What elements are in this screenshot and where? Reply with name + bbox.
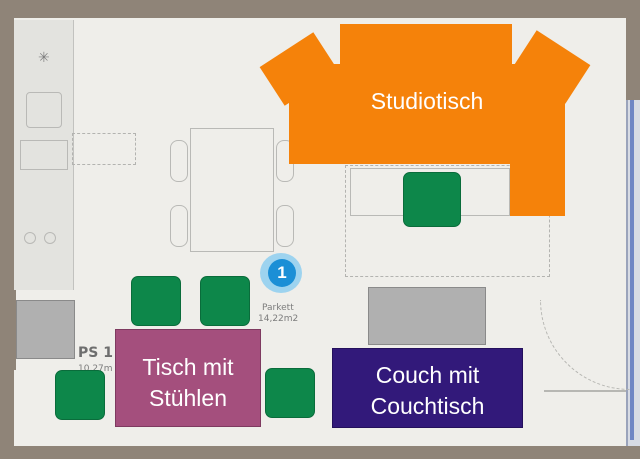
wall-left: [0, 0, 14, 290]
room-area: 14,22m2: [258, 314, 299, 324]
wall-bottom: [0, 446, 640, 459]
dining-table-label-line1: Tisch mit: [142, 354, 234, 380]
dining-chair[interactable]: [265, 368, 315, 418]
dining-chair[interactable]: [55, 370, 105, 420]
dining-table[interactable]: [115, 329, 261, 427]
burner-icon: [44, 232, 56, 244]
burner-icon: [24, 232, 36, 244]
dashed-area: [345, 165, 550, 277]
stove-icon: ✳: [38, 50, 50, 66]
table-outline: [190, 128, 274, 252]
room-label: Parkett: [262, 303, 294, 313]
studiotisch-return[interactable]: [510, 163, 565, 216]
wall-segment: [0, 290, 16, 370]
chair-outline: [170, 140, 188, 182]
wall-top: [0, 0, 640, 18]
left-room-sub: 10,27m: [78, 364, 113, 374]
studiotisch[interactable]: [289, 64, 565, 164]
dining-chair[interactable]: [200, 276, 250, 326]
sink-outline: [26, 92, 62, 128]
couch-label-line1: Couch mit: [375, 362, 480, 388]
couch-label-line2: Couchtisch: [370, 393, 485, 419]
couch[interactable]: [332, 348, 523, 428]
dashed-cabinet: [72, 133, 136, 165]
window-glass: [630, 100, 634, 440]
dining-chair[interactable]: [131, 276, 181, 326]
gray-couch-table[interactable]: [368, 287, 486, 345]
left-room-label: PS 1: [78, 345, 113, 361]
chair-outline: [170, 205, 188, 247]
wall-right-top: [626, 0, 640, 100]
studiotisch-label: Studiotisch: [370, 88, 484, 114]
desk-chair[interactable]: [403, 172, 461, 227]
chair-outline: [276, 205, 294, 247]
dining-table-label-line2: Stühlen: [148, 385, 227, 411]
gray-cabinet-left[interactable]: [16, 300, 75, 359]
cooktop-outline: [20, 140, 68, 170]
studiotisch-back[interactable]: [340, 24, 512, 70]
door-leaf: [544, 390, 626, 392]
marker-badge[interactable]: 1: [268, 259, 296, 287]
kitchen-counter: [14, 20, 74, 290]
